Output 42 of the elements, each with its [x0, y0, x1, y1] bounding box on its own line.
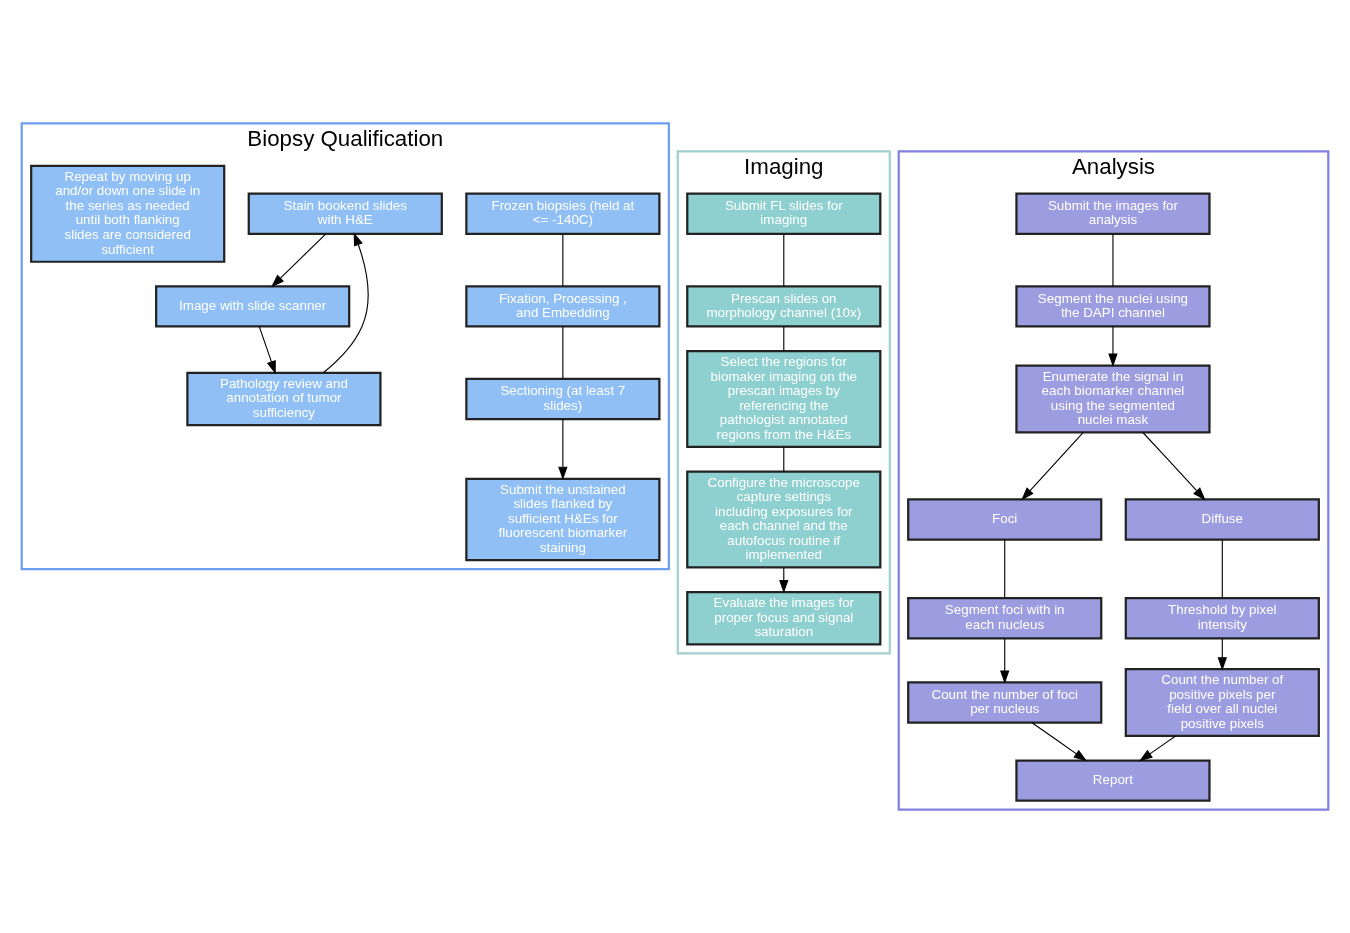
connector: [1112, 233, 1114, 287]
arrow: [1139, 735, 1177, 762]
node-box: Foci: [907, 498, 1103, 541]
connector: [562, 233, 564, 287]
node-box: Submit the images for analysis: [1015, 192, 1211, 235]
node-box: Repeat by moving up and/or down one slide in the series as needed until both flanking slides are considered sufficient: [30, 164, 226, 263]
node-box: Threshold by pixel intensity: [1124, 597, 1320, 640]
connector: [783, 446, 785, 473]
arrow: [1142, 432, 1206, 501]
node-box: Diffuse: [1124, 498, 1320, 541]
connector: [1221, 539, 1223, 599]
arrow: [1217, 637, 1227, 671]
node-box: Pathology review and annotation of tumor sufficiency: [186, 371, 382, 427]
node-box: Fixation, Processing , and Embedding: [465, 285, 661, 328]
node-box: Select the regions for biomaker imaging on the prescan images by referencing the pathologist annotated regions from the H&Es: [686, 349, 882, 449]
arrow: [1031, 722, 1088, 762]
connector: [783, 326, 785, 352]
arrow: [322, 232, 369, 374]
arrow: [1000, 637, 1010, 684]
node-box: Stain bookend slides with H&E: [247, 192, 443, 235]
connector: [1004, 539, 1006, 599]
arrow: [271, 233, 327, 288]
connector: [562, 326, 564, 380]
node-box: Count the number of positive pixels per field over all nuclei positive pixels: [1124, 667, 1320, 738]
node-box: Count the number of foci per nucleus: [907, 681, 1103, 724]
arrow: [1108, 326, 1118, 367]
node-box: Frozen biopsies (held at <= -140C): [465, 192, 661, 235]
node-box: Sectioning (at least 7 slides): [465, 377, 661, 421]
arrow: [1021, 432, 1084, 501]
arrow: [558, 418, 568, 481]
node-box: Segment foci with in each nucleus: [907, 597, 1103, 640]
connector: [783, 233, 785, 287]
node-box: Image with slide scanner: [155, 285, 351, 328]
node-box: Evaluate the images for proper focus and signal saturation: [686, 590, 882, 646]
node-box: Segment the nuclei using the DAPI channel: [1015, 285, 1211, 328]
node-box: Report: [1015, 759, 1211, 802]
node-box: Submit the unstained slides flanked by sufficient H&Es for fluorescent biomarker staining: [465, 477, 661, 562]
node-box: Enumerate the signal in each biomarker channel using the segmented nuclei mask: [1015, 364, 1211, 434]
node-box: Submit FL slides for imaging: [686, 192, 882, 235]
arrow: [258, 326, 276, 375]
node-box: Prescan slides on morphology channel (10x): [686, 285, 882, 328]
node-box: Configure the microscope capture settings including exposures for each channel and the autofocus routine if implemented: [686, 470, 882, 569]
